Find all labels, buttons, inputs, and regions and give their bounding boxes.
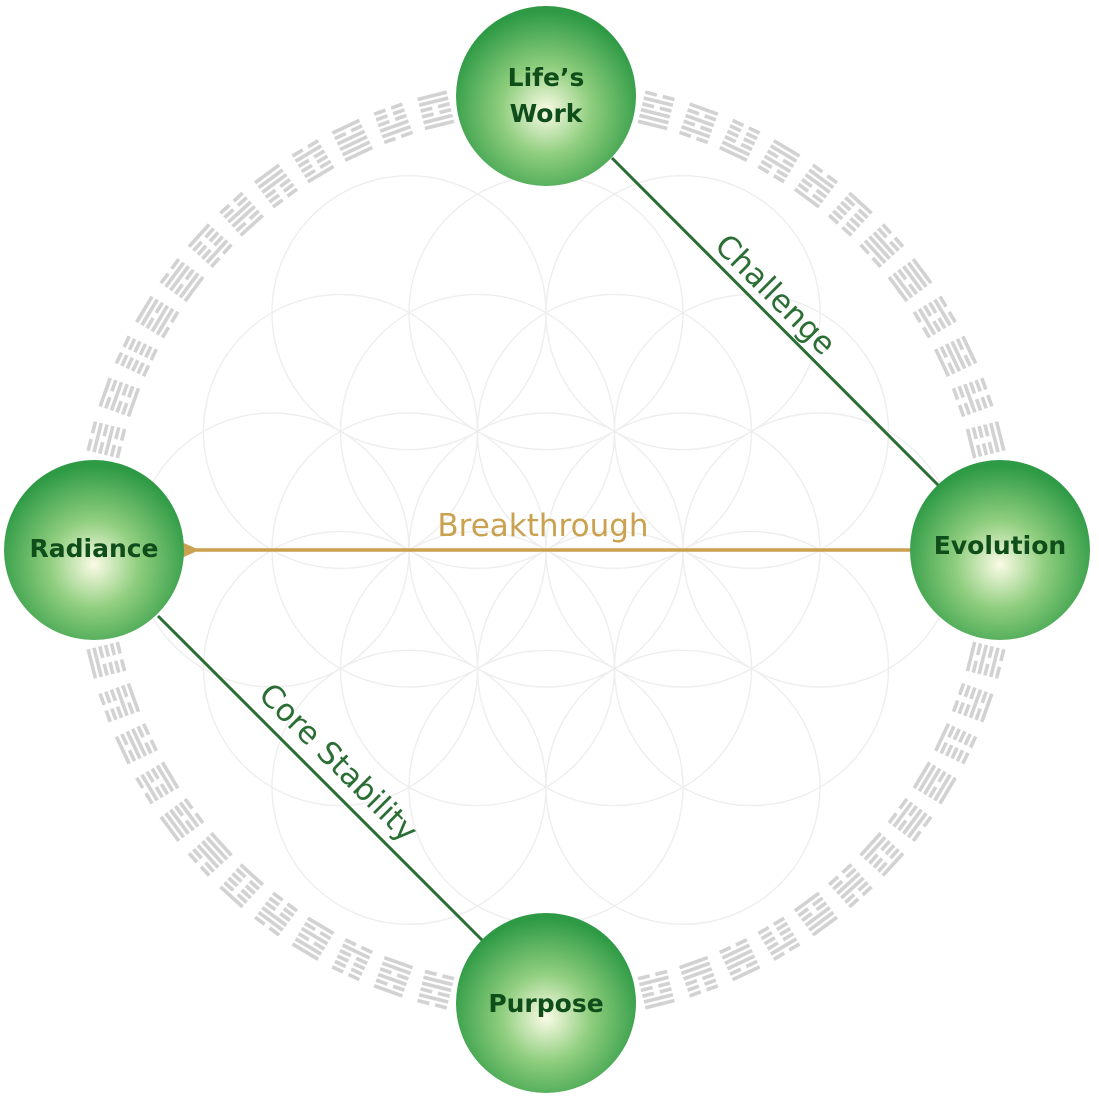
hexagram	[254, 891, 299, 937]
hexagram	[98, 682, 141, 723]
hexagram	[331, 118, 374, 162]
hexagram	[951, 377, 994, 418]
hexagram	[331, 938, 374, 982]
hexagram	[159, 258, 205, 303]
hexagram	[373, 955, 414, 998]
hexagram	[757, 139, 801, 184]
hexagram	[98, 377, 141, 418]
hexagram	[114, 335, 158, 378]
node-evolution: Evolution	[910, 460, 1090, 640]
hexagram	[159, 797, 205, 842]
hexagram	[757, 916, 801, 961]
hexagram	[887, 797, 933, 842]
hexagram	[718, 938, 761, 982]
hexagram	[219, 191, 265, 237]
hexagram	[417, 969, 455, 1010]
hexagram	[219, 863, 265, 909]
core-stability-connector	[156, 614, 487, 945]
hexagram	[912, 761, 957, 805]
hexagram	[793, 163, 838, 209]
node-lifes-work-label-line2: Work	[510, 99, 584, 128]
hexagram	[291, 916, 335, 961]
hexagram	[254, 163, 299, 209]
node-radiance: Radiance	[4, 460, 184, 640]
hexagram	[637, 969, 675, 1010]
hexagram	[793, 891, 838, 937]
node-evolution-label: Evolution	[934, 531, 1066, 560]
node-purpose: Purpose	[456, 913, 636, 1093]
hexagram	[678, 102, 719, 145]
hexagram	[86, 421, 127, 459]
hexagram	[912, 295, 957, 339]
challenge-connector	[610, 156, 942, 489]
hexagram	[86, 641, 127, 679]
breakthrough-label: Breakthrough	[437, 508, 648, 544]
hexagram	[859, 831, 905, 877]
node-radiance-label: Radiance	[29, 534, 158, 563]
hexagram	[637, 90, 675, 131]
node-purpose-label: Purpose	[488, 989, 603, 1018]
hexagram	[291, 139, 335, 184]
hexagram	[187, 223, 233, 269]
hexagram	[678, 955, 719, 998]
hexagram	[965, 641, 1006, 679]
hexagram	[718, 118, 761, 162]
hexagram	[373, 102, 414, 145]
hexagram	[135, 761, 180, 805]
hexagram	[859, 223, 905, 269]
hexagram	[827, 863, 873, 909]
node-lifes-work-label-line1: Life’s	[508, 63, 585, 92]
hexagram	[934, 335, 978, 378]
challenge-label: Challenge	[708, 227, 843, 362]
hexagram	[417, 90, 455, 131]
hexagram	[887, 258, 933, 303]
hexagram	[827, 191, 873, 237]
hexagram	[934, 722, 978, 765]
hexagram	[135, 295, 180, 339]
hexagram	[114, 722, 158, 765]
hexagram	[965, 421, 1006, 459]
hexagram	[951, 682, 994, 723]
node-lifes-work: Life’s Work	[456, 6, 636, 186]
hexagram	[187, 831, 233, 877]
